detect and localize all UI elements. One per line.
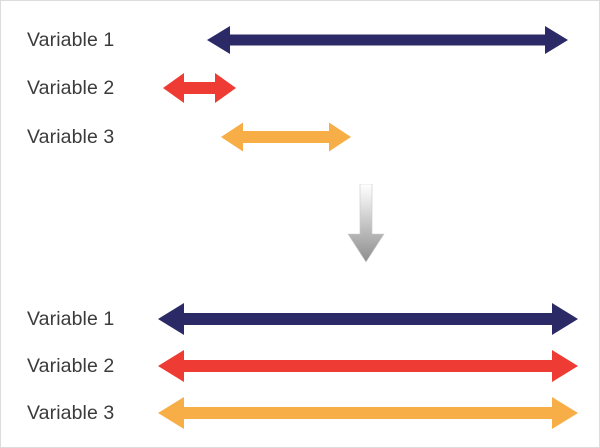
downward-gradient-arrow-icon — [347, 184, 385, 263]
variable-row: Variable 1 — [1, 18, 599, 62]
range-arrow-variable-1 — [207, 18, 568, 62]
variable-label: Variable 2 — [27, 355, 115, 377]
variable-row: Variable 3 — [1, 391, 599, 435]
double-headed-arrow-icon — [158, 350, 578, 382]
variable-label: Variable 2 — [27, 77, 115, 99]
range-arrow-variable-3 — [158, 391, 578, 435]
range-arrow-variable-2 — [163, 66, 236, 110]
double-headed-arrow-icon — [158, 303, 578, 335]
variable-row: Variable 2 — [1, 66, 599, 110]
variable-label: Variable 3 — [27, 126, 115, 148]
variable-row: Variable 2 — [1, 344, 599, 388]
variable-row: Variable 3 — [1, 115, 599, 159]
range-arrow-variable-1 — [158, 297, 578, 341]
double-headed-arrow-icon — [158, 397, 578, 429]
variable-label: Variable 1 — [27, 29, 115, 51]
range-arrow-variable-2 — [158, 344, 578, 388]
before-panel: Variable 1 Variable 2 Variable 3 — [1, 13, 599, 168]
variable-label: Variable 1 — [27, 308, 115, 330]
double-headed-arrow-icon — [207, 26, 568, 54]
variable-row: Variable 1 — [1, 297, 599, 341]
double-headed-arrow-icon — [163, 73, 236, 103]
transition-arrow — [346, 184, 386, 266]
variable-label: Variable 3 — [27, 402, 115, 424]
after-panel: Variable 1 Variable 2 Variable 3 — [1, 293, 599, 438]
double-headed-arrow-icon — [221, 122, 351, 152]
range-arrow-variable-3 — [221, 115, 351, 159]
